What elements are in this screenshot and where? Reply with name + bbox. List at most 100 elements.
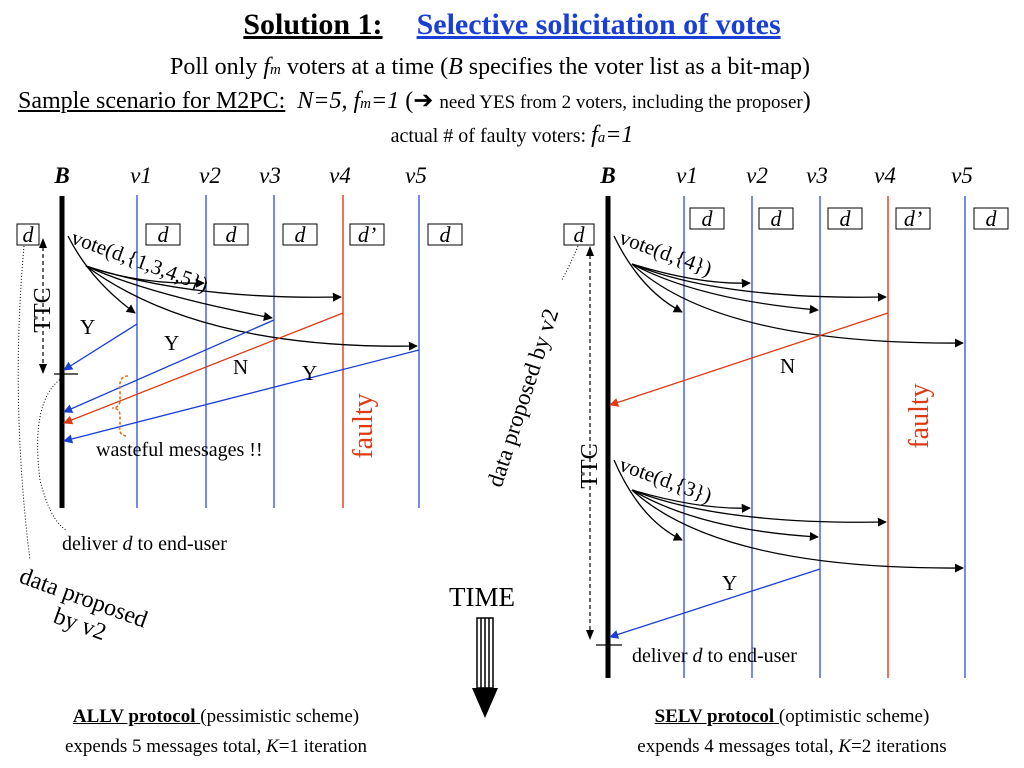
node-label-B: B [599,163,615,188]
text: to end-user [133,533,228,555]
subtitle-line-1: Poll only fm voters at a time (B specifi… [0,54,980,81]
text: ) [802,88,811,114]
text: d [693,645,704,667]
text: need YES from 2 voters, including the pr… [439,92,803,113]
node-label-v5: v5 [951,163,973,188]
right-vote-label-1: vote(d,{4}) [616,225,715,281]
text: ALLV protocol [72,706,201,727]
text: m [360,96,372,112]
right-vote-arrows-1 [613,235,964,348]
text: K [838,736,852,757]
text: expends 4 messages total, [637,736,839,757]
text: f [263,54,270,80]
reply-label: Y [722,571,737,595]
data-box-v3: d [840,206,852,231]
text: (➔ [399,88,440,114]
reply-label: Y [80,315,95,339]
node-label-v3: v3 [806,163,828,188]
node-label-v4: v4 [329,163,351,188]
left-vote-arrows [67,235,418,351]
text: d [123,533,134,555]
data-box-v3: d [295,222,307,247]
text: Poll only [169,54,264,80]
left-reply-arrows [63,312,420,444]
time-label: TIME [449,582,515,612]
text: to end-user [703,645,798,667]
text: K [266,736,279,757]
data-box-v1: d [702,206,714,231]
right-reply-arrow-n [609,312,889,407]
text: deliver [632,645,693,667]
title-topic: Selective solicitation of votes [416,8,781,41]
text: =1 [371,88,400,114]
node-label-v4: v4 [874,163,896,188]
node-label-v1: v1 [130,163,152,188]
right-data-boxes: d d d d d’ d [563,206,1009,247]
data-box-v2: d [226,222,238,247]
left-data-boxes: d d d d d’ d [16,222,463,247]
text: B [448,54,463,80]
selv-footer-title: SELV protocol (optimistic scheme) [580,706,1004,728]
right-faulty-label: faulty [904,383,935,448]
left-ttc-arrow-top [39,238,47,248]
left-node-labels: B v1 v2 v3 v4 v5 [53,163,427,188]
wasteful-label: wasteful messages !! [96,439,263,461]
text: voters at a time ( [280,54,449,80]
node-label-v2: v2 [199,163,221,188]
right-proposed-label: data proposed by v2 [482,305,563,490]
text: N=5, f [297,88,361,114]
right-ttc-arrow-top [586,246,594,256]
right-deliver-label: deliver d to end-user [632,645,797,667]
text: =1 [605,122,634,148]
reply-label: Y [164,331,179,355]
text: (optimistic scheme) [778,706,930,727]
title-solution: Solution 1: [243,8,383,41]
right-ttc-label: TTC [577,443,603,488]
text: f [591,122,598,148]
node-label-B: B [53,163,69,188]
text: deliver [62,533,123,555]
data-box-v4: d’ [904,206,922,231]
left-deliver-label: deliver d to end-user [62,533,227,555]
time-arrow [472,617,498,718]
data-box-v5: d [440,222,452,247]
left-ttc-arrow-bottom [39,364,47,374]
left-reply-labels: Y Y N Y [80,315,317,385]
left-deliver-connector [37,377,67,531]
node-label-v3: v3 [259,163,281,188]
slide-title: Solution 1: Selective solicitation of vot… [0,8,1024,42]
text: Sample scenario for M2PC: [18,88,286,114]
data-box-v4: d’ [358,222,376,247]
node-label-v1: v1 [676,163,698,188]
data-box-v1: d [158,222,170,247]
text: =1 iteration [278,736,367,757]
wasteful-bracket [111,375,129,437]
right-proposed-connector [561,245,579,281]
right-reply-arrow-y [609,568,821,639]
text: (pessimistic scheme) [200,706,360,727]
node-label-v5: v5 [405,163,427,188]
text: a [597,130,606,146]
reply-label: Y [302,361,317,385]
data-box-v5: d [986,206,998,231]
text: actual # of faulty voters: [390,125,592,147]
reply-label: N [780,354,795,378]
right-node-labels: B v1 v2 v3 v4 v5 [599,163,973,188]
text: m [270,62,281,78]
allv-footer-summary: expends 5 messages total, K=1 iteration [0,736,432,758]
allv-footer-title: ALLV protocol (pessimistic scheme) [0,706,432,728]
text: SELV protocol [654,706,779,727]
data-box-v2: d [771,206,783,231]
subtitle-line-2: Sample scenario for M2PC: N=5, fm=1 (➔ n… [18,86,811,115]
node-label-v2: v2 [746,163,768,188]
subtitle-line-3: actual # of faulty voters: fa=1 [0,122,1024,149]
left-proposed-connector [17,245,31,561]
text: =2 iterations [851,736,947,757]
left-ttc-label: TTC [30,287,56,332]
selv-footer-summary: expends 4 messages total, K=2 iterations [580,736,1004,758]
left-faulty-label: faulty [348,393,379,458]
data-box-B: d [23,222,35,247]
reply-label: N [233,355,248,379]
right-vote-arrows-2 [613,459,964,573]
